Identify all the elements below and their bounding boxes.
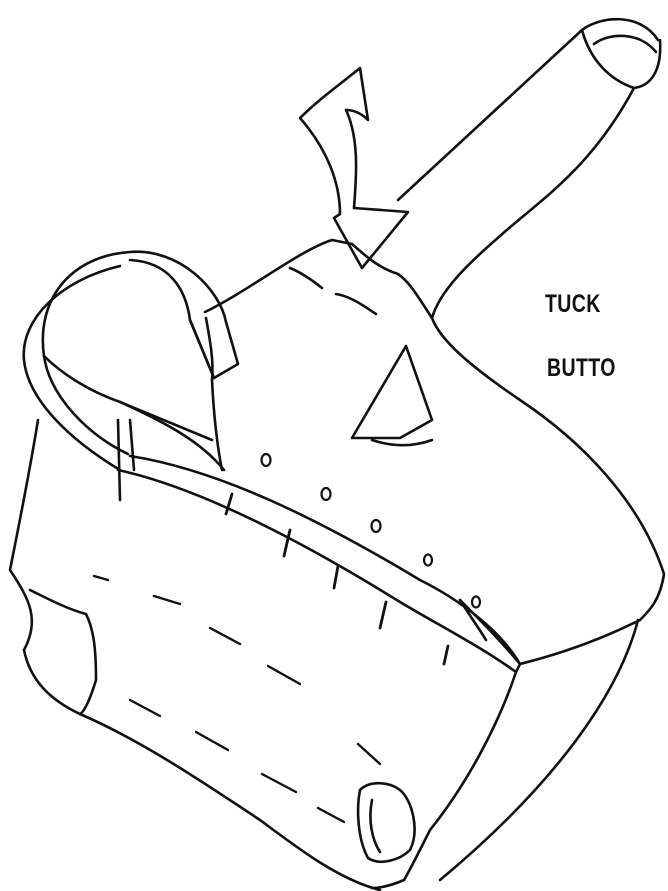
buttonhole-3 (334, 566, 338, 588)
placket-panel (118, 456, 520, 880)
button-5 (472, 597, 480, 608)
label-tuck: TUCK (545, 290, 601, 319)
buttonhole-4 (380, 602, 386, 628)
buttonhole-5 (444, 646, 448, 664)
button-3 (372, 520, 381, 532)
dashed-fold-lines (94, 576, 380, 822)
button-1 (262, 454, 271, 466)
pocket-flap (352, 346, 432, 445)
label-button: BUTTO (547, 354, 616, 383)
button-4 (424, 555, 432, 566)
buttonholes (226, 494, 448, 664)
button-2 (322, 488, 331, 500)
strap-loop (24, 252, 238, 500)
lower-body (10, 420, 638, 890)
buttonhole-2 (284, 530, 290, 556)
sleeve-tube (398, 19, 660, 318)
tuck-arrow (300, 68, 408, 268)
